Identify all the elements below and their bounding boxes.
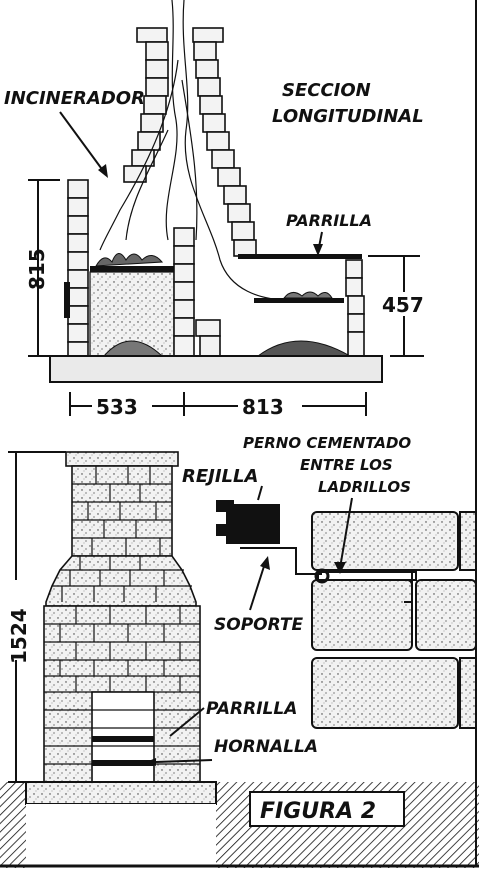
- chimney-right-wall: [192, 27, 257, 257]
- label-parrilla-bottom: PARRILLA: [206, 699, 297, 719]
- dimension-1524: 1524: [4, 451, 66, 783]
- label-incinerador: INCINERADOR: [4, 88, 145, 109]
- front-hornalla-bar: [92, 760, 154, 766]
- label-longitudinal: LONGITUDINAL: [272, 106, 424, 127]
- dim-533-text: 533: [96, 395, 138, 419]
- barbecue-inner-grill: [254, 298, 344, 303]
- middle-pillar: [173, 227, 195, 357]
- front-shoulder: [45, 555, 197, 607]
- bolt: [317, 571, 417, 581]
- refuse-pile: [95, 253, 164, 267]
- label-perno-2: ENTRE LOS: [300, 456, 393, 474]
- front-grill-bar: [92, 736, 154, 742]
- figure-title: FIGURA 2: [260, 799, 376, 824]
- ash-pile-right: [256, 340, 352, 357]
- smoke-lines: [99, 0, 291, 301]
- base-slab-top: [49, 355, 383, 383]
- label-parrilla-top: PARRILLA: [286, 211, 372, 230]
- dim-815-text: 815: [25, 248, 49, 290]
- front-base-slab: [25, 781, 217, 805]
- label-soporte: SOPORTE: [214, 615, 304, 635]
- dimension-815: 815: [25, 179, 60, 357]
- dimension-457: 457: [368, 255, 438, 357]
- barbecue-right-wall: [345, 259, 365, 357]
- coals: [282, 291, 333, 299]
- dimension-horizontal-top: 533 813: [69, 392, 367, 419]
- rejilla-block: [226, 504, 280, 544]
- longitudinal-section: 815 457 533 813 INCINERADOR SECCION LONG…: [4, 0, 438, 419]
- label-hornalla: HORNALLA: [214, 737, 318, 757]
- dim-813-text: 813: [242, 395, 284, 419]
- left-outer-wall: [64, 179, 89, 357]
- label-perno-3: LADRILLOS: [318, 478, 411, 496]
- support-bracket: [240, 547, 322, 575]
- incinerador-arrow: [59, 111, 105, 173]
- label-perno-1: PERNO CEMENTADO: [243, 434, 411, 452]
- support-detail: REJILLA PERNO CEMENTADO ENTRE LOS LADRIL…: [146, 434, 477, 766]
- figure-label: FIGURA 2: [249, 791, 405, 827]
- label-seccion: SECCION: [282, 80, 371, 101]
- label-rejilla: REJILLA: [182, 466, 258, 487]
- dim-457-text: 457: [382, 293, 424, 317]
- ground-hatch-left: [0, 782, 26, 868]
- barbecue-top-grill: [238, 254, 362, 259]
- incinerator-grate: [90, 266, 174, 272]
- front-elevation: 1524 203 305 203: [4, 451, 217, 866]
- dim-1524-text: 1524: [7, 608, 31, 664]
- chimney-left-wall: [123, 27, 169, 183]
- front-chimney: [65, 451, 179, 557]
